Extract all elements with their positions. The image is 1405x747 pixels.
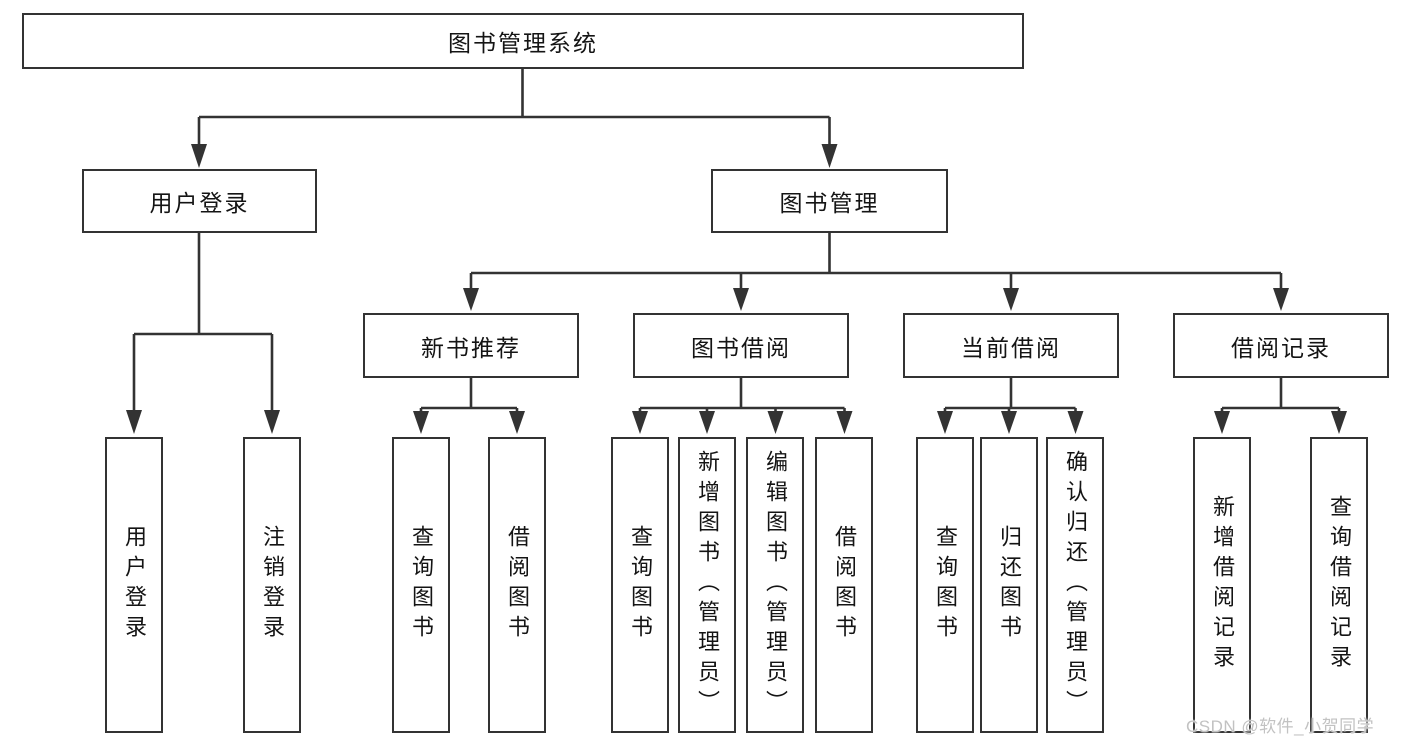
leaf-add-borrow-record: 新增借阅记录 <box>1193 437 1251 733</box>
node-current-borrowing: 当前借阅 <box>903 313 1119 378</box>
leaf-edit-books-admin: 编辑图书（管理员） <box>746 437 804 733</box>
node-label: 图书借阅 <box>691 334 791 361</box>
connector-book-management-to-level3 <box>463 233 1289 311</box>
node-label: 借阅记录 <box>1231 334 1331 361</box>
node-user-login: 用户登录 <box>82 169 317 233</box>
leaf-label: 查询图书 <box>409 525 434 645</box>
leaf-query-books-borrowing: 查询图书 <box>611 437 669 733</box>
leaf-query-books-current: 查询图书 <box>916 437 974 733</box>
node-book-borrowing: 图书借阅 <box>633 313 849 378</box>
leaf-query-borrow-record: 查询借阅记录 <box>1310 437 1368 733</box>
node-root: 图书管理系统 <box>22 13 1024 69</box>
leaf-label: 归还图书 <box>997 525 1022 645</box>
leaf-label: 新增借阅记录 <box>1210 495 1235 675</box>
leaf-label: 查询图书 <box>628 525 653 645</box>
leaf-borrow-books-borrowing: 借阅图书 <box>815 437 873 733</box>
connector-borrow-records-to-leaves <box>1214 378 1347 434</box>
node-label: 图书管理 <box>779 190 880 216</box>
leaf-user-login: 用户登录 <box>105 437 163 733</box>
leaf-label: 查询借阅记录 <box>1327 495 1352 675</box>
connector-root-to-level2 <box>191 69 838 168</box>
leaf-label: 确认归还（管理员） <box>1063 450 1088 720</box>
node-borrow-records: 借阅记录 <box>1173 313 1389 378</box>
watermark: CSDN @软件_小贺同学 <box>1186 717 1375 736</box>
leaf-label: 借阅图书 <box>505 525 530 645</box>
connector-book-borrowing-to-leaves <box>632 378 853 434</box>
leaf-label: 查询图书 <box>933 525 958 645</box>
node-label: 当前借阅 <box>961 334 1061 361</box>
leaf-return-books: 归还图书 <box>980 437 1038 733</box>
node-label: 新书推荐 <box>421 334 521 361</box>
leaf-label: 新增图书（管理员） <box>695 450 720 720</box>
connector-new-book-recommend-to-leaves <box>413 378 525 434</box>
leaf-label: 编辑图书（管理员） <box>763 450 788 720</box>
node-book-management: 图书管理 <box>711 169 948 233</box>
node-new-book-recommend: 新书推荐 <box>363 313 579 378</box>
leaf-label: 注销登录 <box>260 525 285 645</box>
leaf-label: 借阅图书 <box>832 525 857 645</box>
leaf-logout: 注销登录 <box>243 437 301 733</box>
connector-current-borrowing-to-leaves <box>937 378 1084 434</box>
connector-user-login-to-leaves <box>126 233 280 434</box>
leaf-query-books-recommend: 查询图书 <box>392 437 450 733</box>
leaf-borrow-books-recommend: 借阅图书 <box>488 437 546 733</box>
leaf-add-books-admin: 新增图书（管理员） <box>678 437 736 733</box>
node-label: 用户登录 <box>149 190 250 216</box>
node-label: 图书管理系统 <box>448 30 598 56</box>
leaf-label: 用户登录 <box>122 525 147 645</box>
leaf-confirm-return-admin: 确认归还（管理员） <box>1046 437 1104 733</box>
